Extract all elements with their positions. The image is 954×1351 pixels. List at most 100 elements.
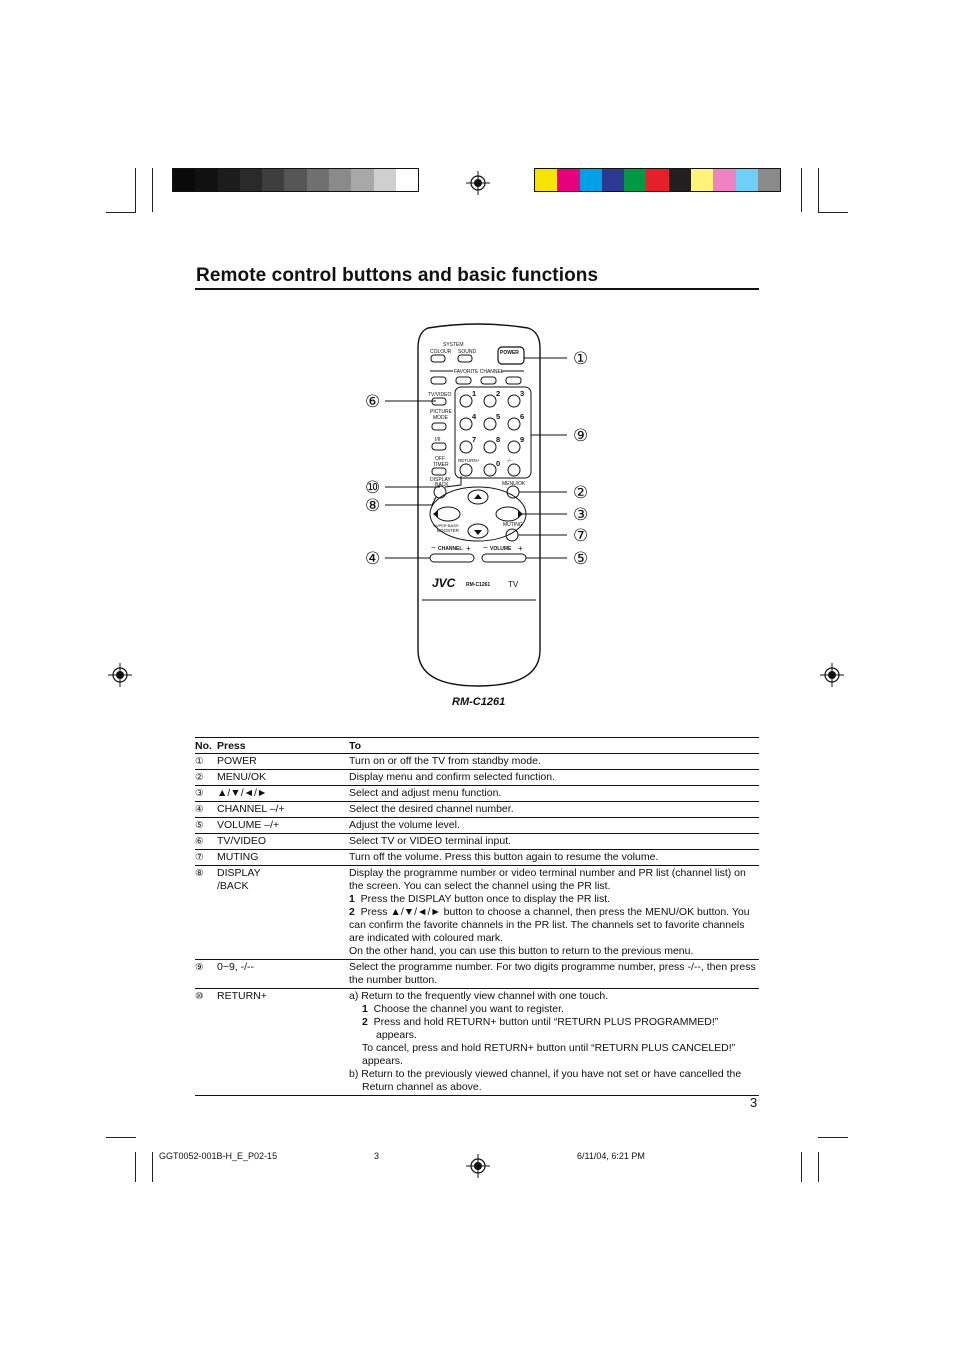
table-row: ⑤ VOLUME –/+ Adjust the volume level. bbox=[195, 818, 759, 834]
row-to-line: On the other hand, you can use this butt… bbox=[349, 945, 694, 957]
off-timer-label: OFF bbox=[435, 456, 445, 462]
svg-text:−: − bbox=[483, 543, 488, 552]
row-to-line: 1 Choose the channel you want to registe… bbox=[362, 1003, 564, 1015]
row-number: ⑩ bbox=[195, 991, 204, 1002]
bass-booster-label: BOOSTER bbox=[437, 528, 460, 533]
row-number: ① bbox=[195, 756, 204, 767]
table-row: ⑦ MUTING Turn off the volume. Press this… bbox=[195, 850, 759, 866]
row-to-line: Display the programme number or video te… bbox=[349, 867, 746, 892]
svg-text:−: − bbox=[431, 543, 436, 552]
remote-model-caption: RM-C1261 bbox=[452, 696, 506, 708]
crop-mark bbox=[818, 1137, 848, 1138]
calibration-swatch bbox=[735, 169, 758, 191]
menu-ok-label: MENU/OK bbox=[502, 481, 526, 487]
crop-mark bbox=[135, 168, 136, 212]
bass-booster-label: SUPER BASS bbox=[433, 523, 459, 528]
row-press-line: DISPLAY bbox=[217, 867, 261, 879]
calibration-swatch bbox=[262, 169, 285, 191]
row-to-line: b) Return to the previously viewed chann… bbox=[349, 1068, 742, 1093]
table-header-row: No. Press To bbox=[195, 737, 759, 754]
tv-label: TV bbox=[508, 580, 519, 589]
row-to: Adjust the volume level. bbox=[349, 819, 460, 831]
callout-number: ③ bbox=[573, 505, 588, 524]
row-to-line: To cancel, press and hold RETURN+ button… bbox=[362, 1042, 736, 1067]
table-row: ⑧ DISPLAY /BACK Display the programme nu… bbox=[195, 866, 759, 960]
grayscale-calibration-bar bbox=[172, 168, 420, 192]
callout-number: ⑦ bbox=[573, 526, 588, 545]
crop-mark bbox=[152, 168, 153, 212]
row-press: VOLUME –/+ bbox=[217, 819, 280, 831]
crop-mark bbox=[818, 212, 848, 213]
table-row: ③ ▲/▼/◄/► Select and adjust menu functio… bbox=[195, 786, 759, 802]
svg-text:+: + bbox=[518, 544, 523, 553]
row-to-line: 1 Press the DISPLAY button once to displ… bbox=[349, 893, 611, 905]
calibration-swatch bbox=[217, 169, 240, 191]
digit-label: 3 bbox=[520, 389, 524, 398]
callout-number: ① bbox=[573, 349, 588, 368]
crop-mark bbox=[152, 1152, 153, 1182]
digit-label: 0 bbox=[496, 459, 500, 468]
calibration-swatch bbox=[646, 169, 669, 191]
colour-label: COLOUR bbox=[430, 349, 452, 355]
calibration-swatch bbox=[239, 169, 263, 191]
digit-label: 2 bbox=[496, 389, 500, 398]
row-press: POWER bbox=[217, 755, 257, 767]
callout-number: ⑥ bbox=[365, 392, 380, 411]
row-press: TV/VIDEO bbox=[217, 835, 267, 847]
row-number: ⑧ bbox=[195, 868, 204, 879]
row-to: Display menu and confirm selected functi… bbox=[349, 771, 556, 783]
page-number: 3 bbox=[750, 1095, 758, 1110]
crop-mark bbox=[818, 1152, 819, 1182]
title-underline bbox=[195, 288, 759, 290]
return-plus-label: RETURN+ bbox=[458, 458, 480, 463]
registration-mark-icon bbox=[820, 663, 844, 687]
display-back-label: DISPLAY bbox=[430, 477, 451, 483]
display-back-label: BACK bbox=[435, 482, 449, 488]
crop-mark bbox=[106, 1137, 136, 1138]
digit-label: 7 bbox=[472, 435, 476, 444]
crop-mark bbox=[801, 168, 802, 212]
registration-mark-icon bbox=[466, 171, 490, 195]
crop-mark bbox=[106, 212, 136, 213]
table-row: ⑩ RETURN+ a) Return to the frequently vi… bbox=[195, 989, 759, 1096]
jvc-logo: JVC bbox=[432, 576, 456, 590]
row-number: ⑤ bbox=[195, 820, 204, 831]
calibration-swatch bbox=[351, 169, 374, 191]
picture-mode-label: MODE bbox=[433, 415, 449, 421]
callout-number: ② bbox=[573, 483, 588, 502]
footer-file: GGT0052-001B-H_E_P02-15 bbox=[159, 1151, 278, 1161]
calibration-swatch bbox=[373, 169, 396, 191]
row-to: Turn on or off the TV from standby mode. bbox=[349, 755, 541, 767]
row-number: ③ bbox=[195, 788, 204, 799]
row-press-line: /BACK bbox=[217, 880, 249, 892]
calibration-swatch bbox=[329, 169, 352, 191]
digit-label: 1 bbox=[472, 389, 476, 398]
calibration-swatch bbox=[601, 169, 625, 191]
row-press: CHANNEL –/+ bbox=[217, 803, 285, 815]
callout-number: ④ bbox=[365, 549, 380, 568]
remote-control-diagram: SYSTEM COLOUR SOUND POWER FAVORITE CHANN… bbox=[365, 323, 588, 687]
function-table: No. Press To ① POWER Turn on or off the … bbox=[195, 737, 759, 1096]
row-to: Turn off the volume. Press this button a… bbox=[349, 851, 659, 863]
channel-label: CHANNEL bbox=[438, 546, 462, 552]
row-press: 0~9, -/-- bbox=[217, 961, 255, 973]
callout-number: ⑤ bbox=[573, 549, 588, 568]
favorite-channel-label: FAVORITE CHANNEL bbox=[454, 369, 504, 375]
power-label: POWER bbox=[500, 350, 519, 356]
callout-number: ⑧ bbox=[365, 496, 380, 515]
dash-label: -/-- bbox=[507, 458, 513, 463]
calibration-swatch bbox=[173, 169, 196, 191]
digit-label: 5 bbox=[496, 412, 500, 421]
calibration-swatch bbox=[624, 169, 647, 191]
row-to: Select TV or VIDEO terminal input. bbox=[349, 835, 512, 847]
svg-text:+: + bbox=[466, 544, 471, 553]
dual-label: I/II bbox=[435, 437, 441, 443]
row-to-line: a) Return to the frequently view channel… bbox=[349, 990, 609, 1002]
color-calibration-bar bbox=[534, 168, 782, 192]
model-label: RM-C1261 bbox=[466, 582, 490, 588]
callout-number: ⑨ bbox=[573, 426, 588, 445]
registration-mark-icon bbox=[108, 663, 132, 687]
digit-label: 4 bbox=[472, 412, 477, 421]
calibration-swatch bbox=[284, 169, 307, 191]
off-timer-label: TIMER bbox=[433, 462, 449, 468]
